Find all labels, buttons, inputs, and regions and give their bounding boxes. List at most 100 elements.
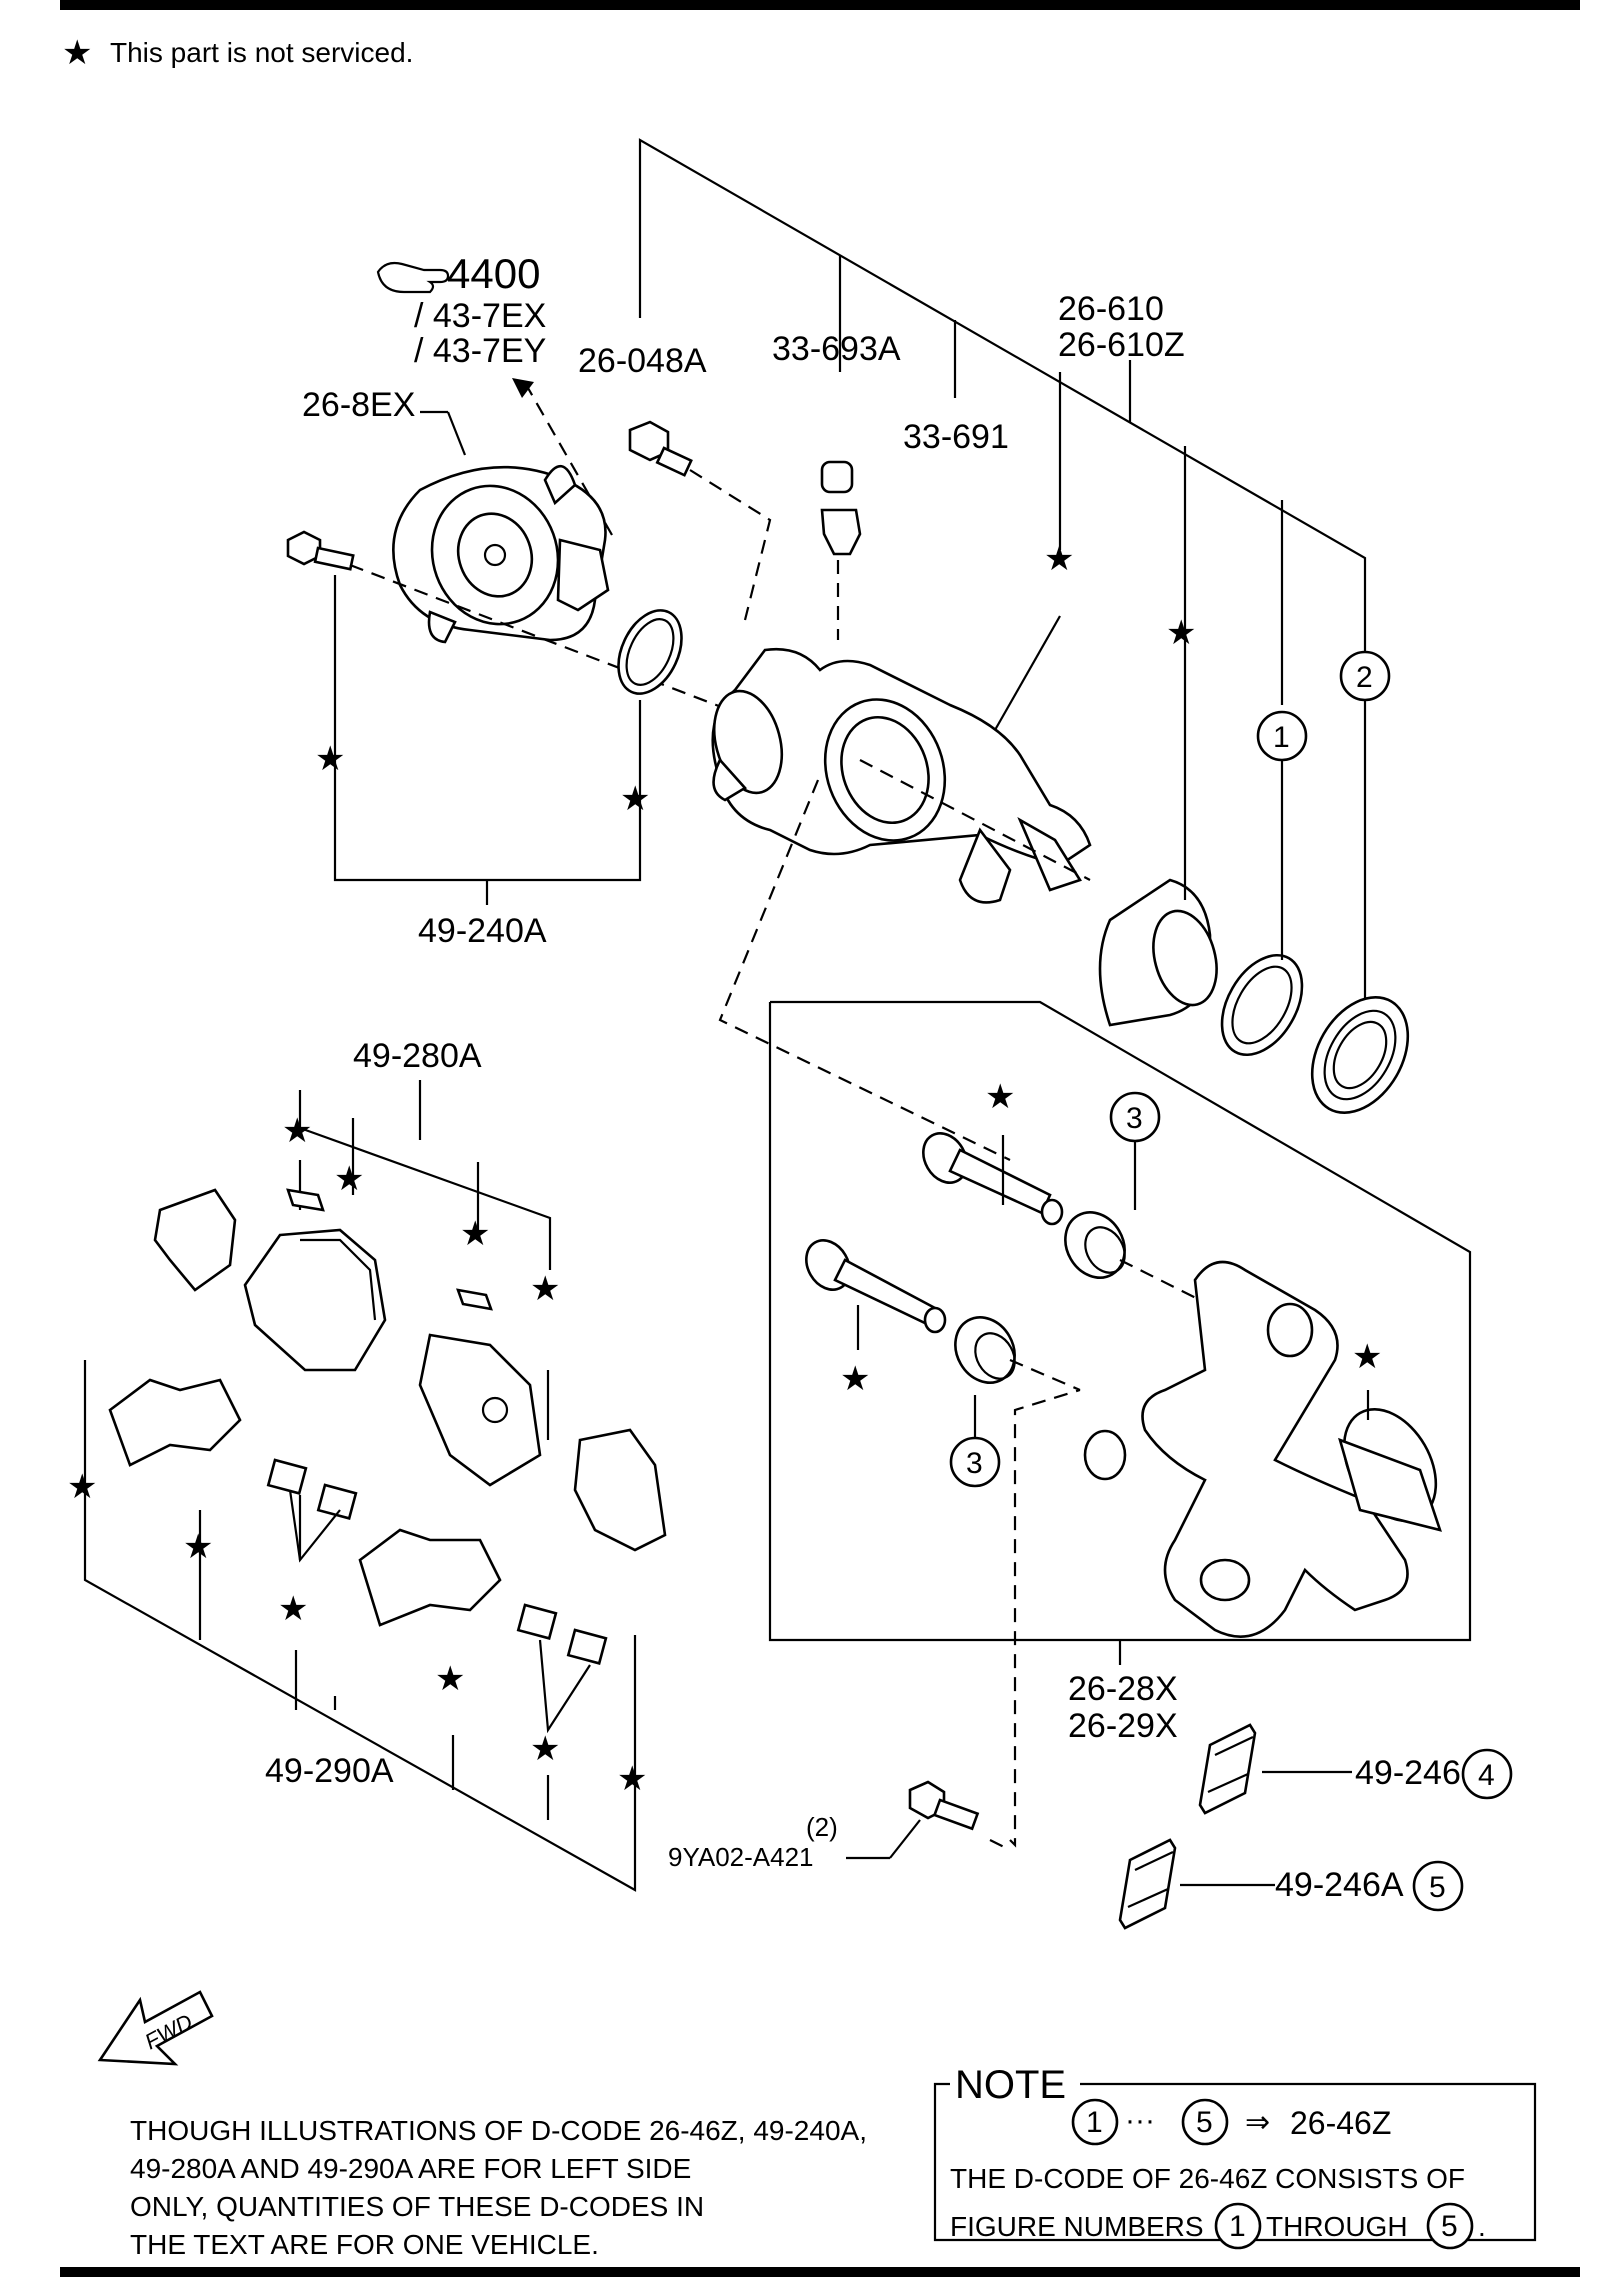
label-26-28x: 26-28X bbox=[1068, 1670, 1178, 1708]
shim-plate bbox=[316, 1483, 358, 1520]
star-icon: ★ bbox=[840, 1360, 870, 1398]
label-49-246a: 49-246A bbox=[1275, 1866, 1404, 1904]
star-icon: ★ bbox=[985, 1078, 1015, 1116]
callout-number-3b: 3 bbox=[966, 1447, 983, 1480]
bolt-26-048a bbox=[628, 420, 693, 477]
note-row2: THE D-CODE OF 26-46Z CONSISTS OF bbox=[950, 2163, 1465, 2194]
label-26-048a: 26-048A bbox=[578, 342, 707, 380]
pointing-hand-icon bbox=[376, 261, 450, 294]
label-qty-2: (2) bbox=[806, 1812, 838, 1842]
note-row3-suffix: . bbox=[1478, 2211, 1486, 2242]
brake-pad-inner bbox=[418, 1333, 542, 1487]
fwd-arrow-icon: FWD bbox=[97, 1990, 214, 2066]
bottom-note-line4: THE TEXT ARE FOR ONE VEHICLE. bbox=[130, 2229, 599, 2260]
star-icon: ★ bbox=[1166, 614, 1196, 652]
bottom-note-line3: ONLY, QUANTITIES OF THESE D-CODES IN bbox=[130, 2191, 704, 2222]
piston-seal bbox=[1220, 953, 1304, 1057]
bracket-49-240a bbox=[333, 575, 642, 905]
ref-4400: 4400 bbox=[447, 250, 540, 297]
callout-number-4: 4 bbox=[1478, 1759, 1495, 1792]
label-33-693a: 33-693A bbox=[772, 330, 901, 368]
header-note-text: This part is not serviced. bbox=[110, 37, 413, 68]
note-circle-5b bbox=[1426, 2202, 1474, 2250]
bottom-rule bbox=[60, 2267, 1580, 2277]
bolt-actuator bbox=[286, 530, 355, 571]
star-icon: ★ bbox=[183, 1528, 213, 1566]
note-number-5b: 5 bbox=[1441, 2210, 1458, 2243]
label-26-29x: 26-29X bbox=[1068, 1707, 1178, 1745]
bleeder-screw-33-691 bbox=[820, 508, 862, 556]
star-icon: ★ bbox=[530, 1270, 560, 1308]
star-icon: ★ bbox=[617, 1760, 647, 1798]
callout-number-1: 1 bbox=[1273, 721, 1290, 754]
star-icon: ★ bbox=[620, 780, 650, 818]
star-icon: ★ bbox=[435, 1660, 465, 1698]
note-row3-prefix: FIGURE NUMBERS bbox=[950, 2211, 1204, 2242]
o-ring bbox=[617, 609, 683, 695]
bleeder-cap-33-693a bbox=[820, 460, 854, 494]
header-star-icon: ★ bbox=[62, 34, 92, 72]
label-26-8ex: 26-8EX bbox=[302, 386, 415, 424]
note-number-1: 1 bbox=[1086, 2106, 1103, 2139]
label-33-691: 33-691 bbox=[903, 418, 1009, 456]
guide-pin-boot-lower bbox=[954, 1316, 1016, 1384]
bolt-9ya02-a421 bbox=[908, 1780, 980, 1831]
shim-outer bbox=[153, 1188, 237, 1292]
note-number-1b: 1 bbox=[1229, 2210, 1246, 2243]
star-icon: ★ bbox=[334, 1160, 364, 1198]
label-49-280a: 49-280A bbox=[353, 1037, 482, 1075]
callout-number-3a: 3 bbox=[1126, 1102, 1143, 1135]
note-ellipsis: ··· bbox=[1125, 2104, 1155, 2137]
star-icon: ★ bbox=[67, 1468, 97, 1506]
mounting-bracket bbox=[1083, 1260, 1442, 1638]
pad-retainer-upper bbox=[108, 1378, 242, 1467]
ref-4400-group: 4400 / 43-7EX / 43-7EY bbox=[376, 250, 546, 370]
guide-pin-lower bbox=[805, 1239, 947, 1334]
callout-circle-4 bbox=[1461, 1748, 1513, 1800]
bracket-box bbox=[768, 1000, 1472, 1665]
piston-boot bbox=[1310, 996, 1410, 1114]
label-49-240a: 49-240A bbox=[418, 912, 547, 950]
shim-plate bbox=[516, 1603, 558, 1640]
ref-43-7ey: / 43-7EY bbox=[414, 332, 546, 370]
note-circle-5 bbox=[1181, 2098, 1229, 2146]
pad-group-leaders bbox=[83, 1080, 637, 1892]
callout-number-5: 5 bbox=[1429, 1871, 1446, 1904]
note-circle-1 bbox=[1071, 2098, 1119, 2146]
grease-packet-49-246 bbox=[1198, 1723, 1257, 1815]
piston bbox=[1098, 878, 1218, 1027]
label-26-610z: 26-610Z bbox=[1058, 326, 1185, 364]
label-49-290a: 49-290A bbox=[265, 1752, 394, 1790]
note-title: NOTE bbox=[955, 2063, 1066, 2107]
label-49-246: 49-246 bbox=[1355, 1754, 1461, 1792]
callout-circle-3a bbox=[1109, 1091, 1161, 1143]
note-number-5: 5 bbox=[1196, 2106, 1213, 2139]
note-code: 26-46Z bbox=[1290, 2105, 1391, 2141]
note-circle-1b bbox=[1214, 2202, 1262, 2250]
brake-pad-outer bbox=[243, 1228, 387, 1372]
shim-inner bbox=[573, 1428, 667, 1552]
pad-retainer-lower bbox=[358, 1528, 502, 1627]
wear-clip-2 bbox=[456, 1288, 493, 1311]
note-arrow: ⇒ bbox=[1245, 2106, 1270, 2139]
caliper-body bbox=[711, 647, 1092, 904]
star-icon: ★ bbox=[460, 1215, 490, 1253]
label-9ya02-a421: 9YA02-A421 bbox=[668, 1842, 814, 1872]
callout-circle-3b bbox=[949, 1436, 1001, 1488]
star-icon: ★ bbox=[1044, 540, 1074, 578]
guide-pin-upper bbox=[922, 1132, 1064, 1226]
grease-packet-49-246a bbox=[1118, 1838, 1177, 1930]
callout-circle-5 bbox=[1412, 1860, 1464, 1912]
actuator-26-8ex bbox=[392, 464, 610, 644]
upper-leader-lines bbox=[638, 138, 1367, 705]
star-icon: ★ bbox=[278, 1590, 308, 1628]
shim-plate bbox=[566, 1628, 608, 1665]
star-icon: ★ bbox=[315, 740, 345, 778]
note-row3-middle: THROUGH bbox=[1266, 2211, 1408, 2242]
callout-number-2: 2 bbox=[1356, 661, 1373, 694]
bottom-note-line2: 49-280A AND 49-290A ARE FOR LEFT SIDE bbox=[130, 2153, 691, 2184]
bottom-note-line1: THOUGH ILLUSTRATIONS OF D-CODE 26-46Z, 4… bbox=[130, 2115, 867, 2146]
wear-clip-1 bbox=[286, 1188, 325, 1212]
guide-pin-boot-upper bbox=[1064, 1211, 1126, 1279]
